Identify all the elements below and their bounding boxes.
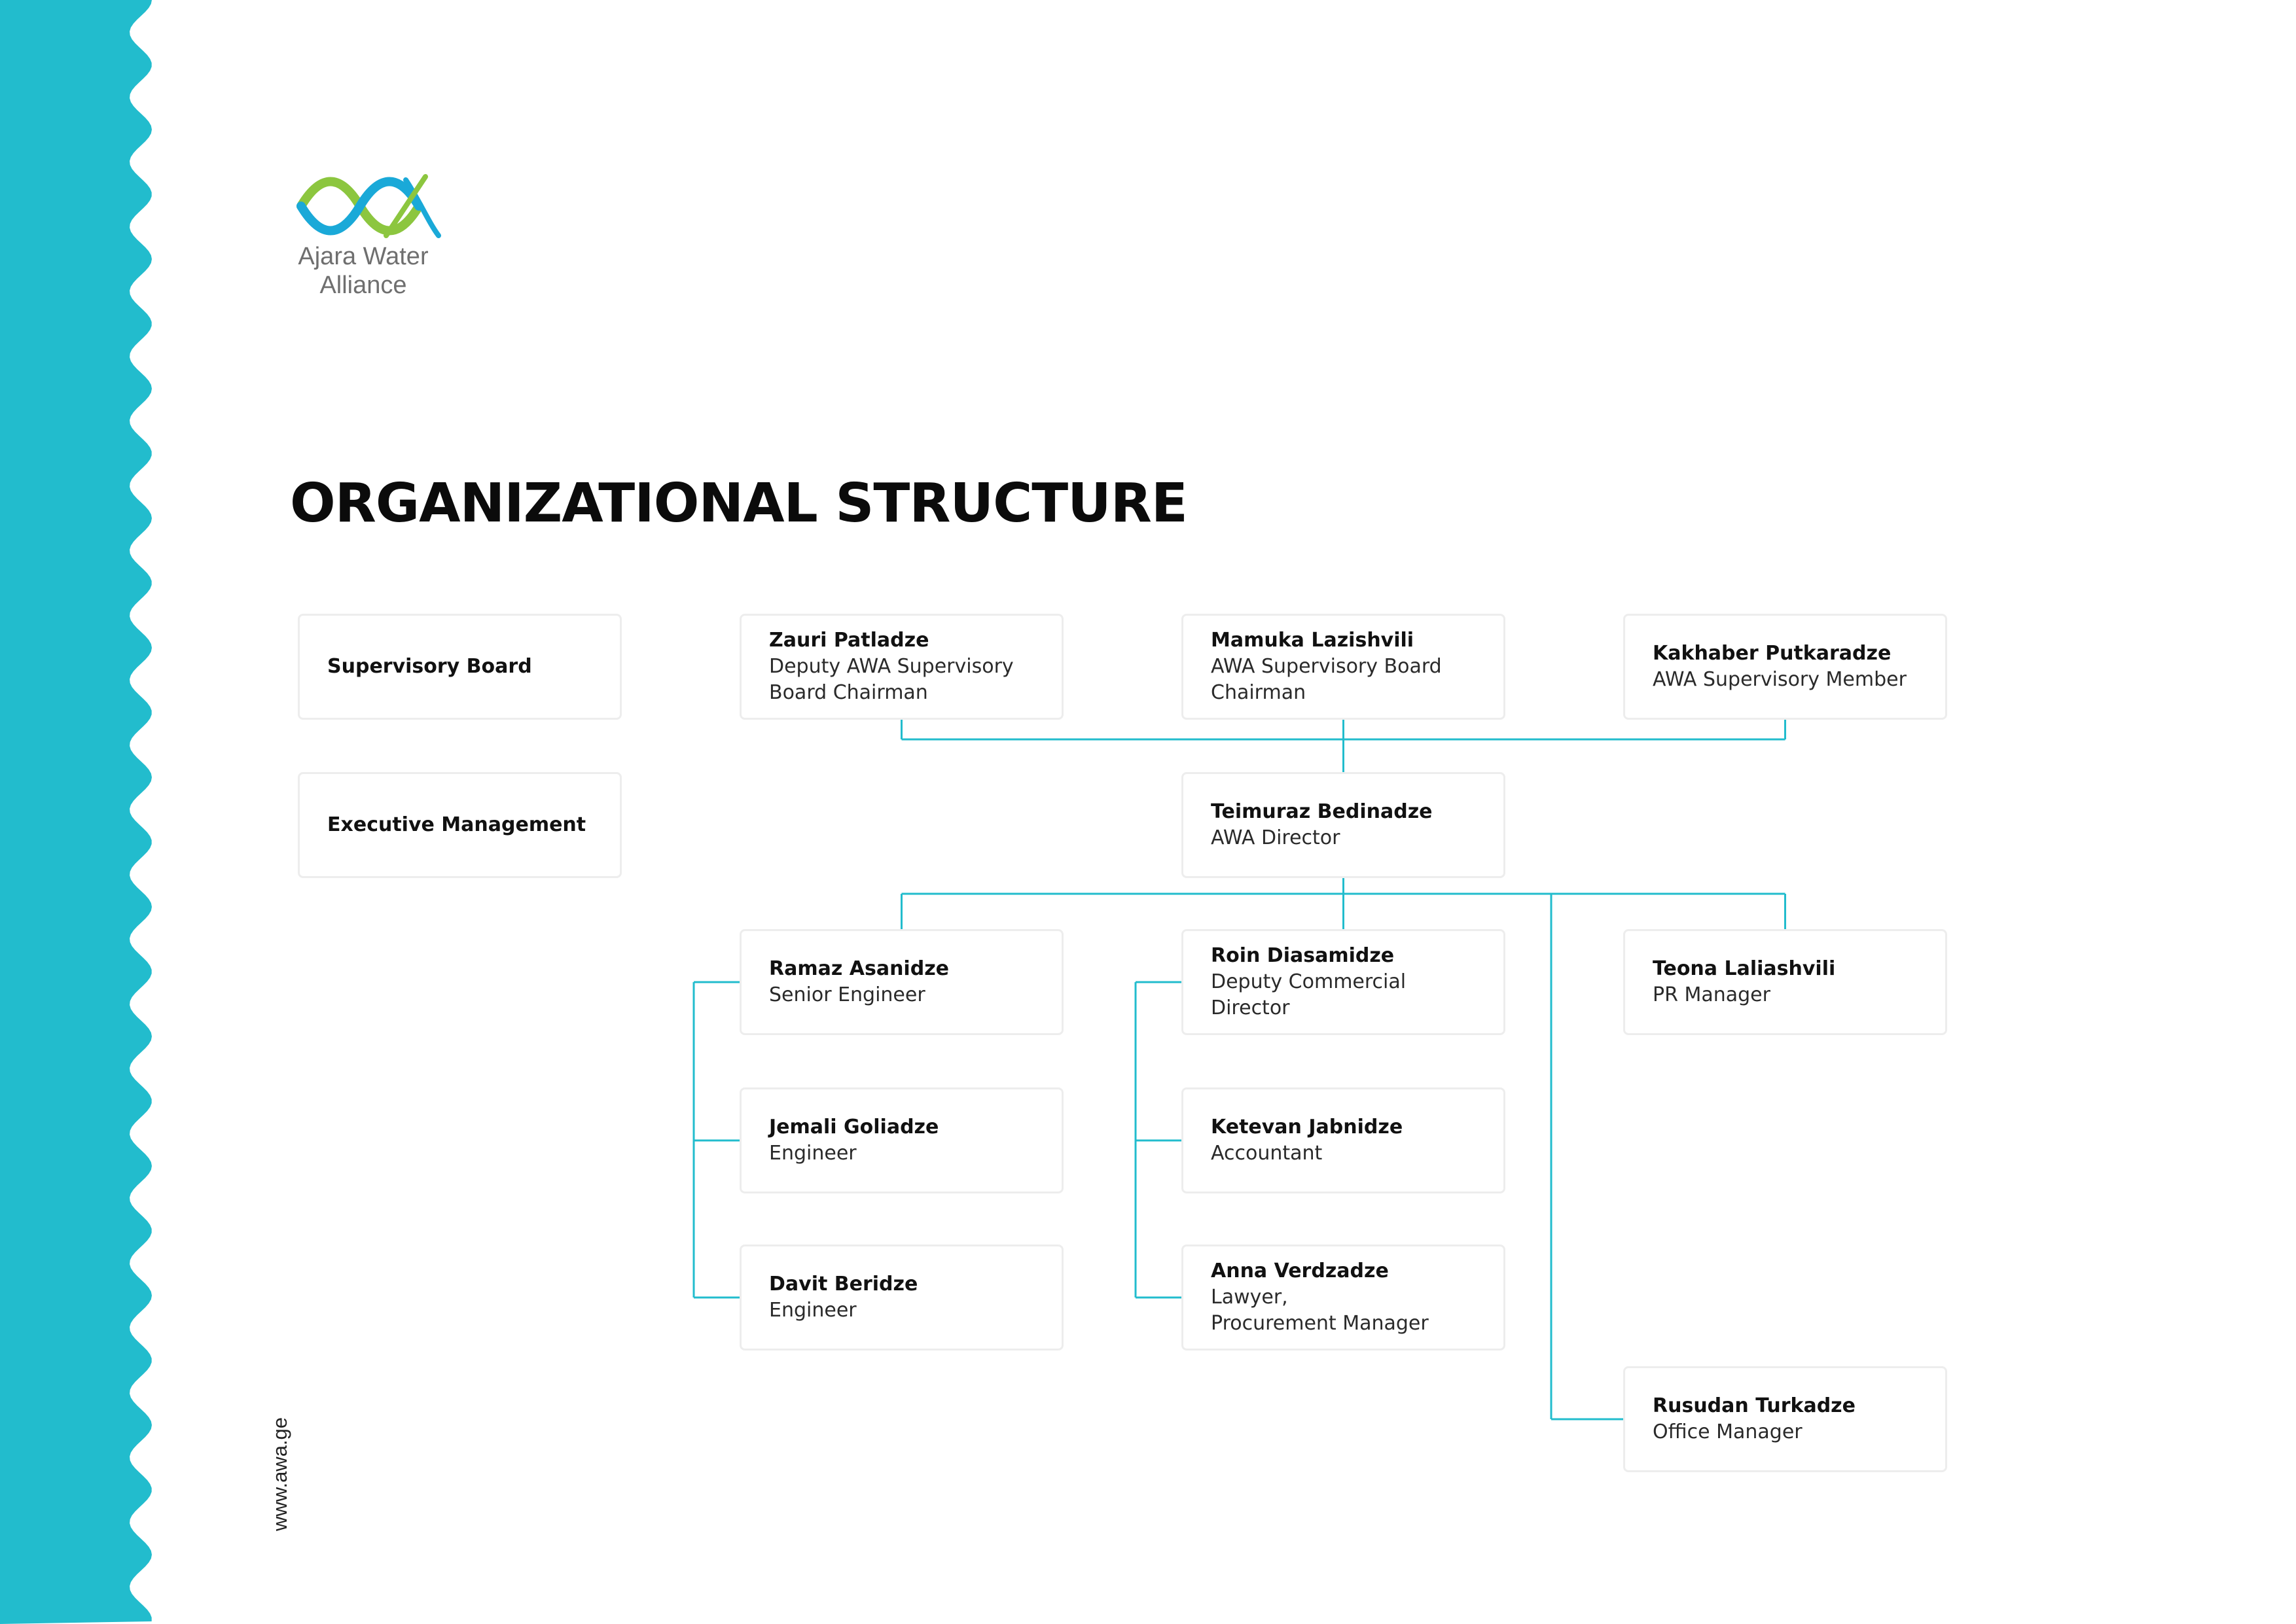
person-role: AWA Supervisory Member (1653, 668, 1907, 691)
person-role: Lawyer, (1211, 1286, 1288, 1309)
legend-label: Executive Management (327, 813, 586, 836)
person-role: Engineer (769, 1299, 857, 1322)
node-zauri-patladze: Zauri Patladze Deputy AWA Supervisory Bo… (740, 614, 1064, 720)
node-teona-laliashvili: Teona Laliashvili PR Manager (1623, 929, 1947, 1035)
person-name: Anna Verdzadze (1211, 1260, 1389, 1282)
node-anna-verdzadze: Anna Verdzadze Lawyer, Procurement Manag… (1181, 1244, 1505, 1350)
decorative-wave-band (0, 0, 152, 1624)
node-rusudan-turkadze: Rusudan Turkadze Office Manager (1623, 1366, 1947, 1472)
legend-executive-management: Executive Management (298, 772, 622, 878)
person-name: Kakhaber Putkaradze (1653, 642, 1892, 665)
page-title: ORGANIZATIONAL STRUCTURE (290, 472, 1188, 535)
person-role: Senior Engineer (769, 983, 925, 1006)
person-role: Office Manager (1653, 1421, 1803, 1443)
person-role: AWA Supervisory Board (1211, 655, 1442, 678)
logo-text-line-1: Ajara Water (298, 243, 429, 270)
person-role: Board Chairman (769, 681, 928, 704)
node-davit-beridze: Davit Beridze Engineer (740, 1244, 1064, 1350)
person-role: AWA Director (1211, 826, 1340, 849)
person-role: Accountant (1211, 1142, 1323, 1165)
person-name: Mamuka Lazishvili (1211, 629, 1414, 652)
person-name: Ramaz Asanidze (769, 957, 949, 980)
person-name: Davit Beridze (769, 1273, 918, 1296)
ajara-water-alliance-logo (296, 174, 441, 238)
node-jemali-goliadze: Jemali Goliadze Engineer (740, 1087, 1064, 1193)
person-name: Roin Diasamidze (1211, 944, 1395, 967)
node-kakhaber-putkaradze: Kakhaber Putkaradze AWA Supervisory Memb… (1623, 614, 1947, 720)
legend-label: Supervisory Board (327, 655, 532, 678)
person-name: Ketevan Jabnidze (1211, 1116, 1403, 1139)
person-role: Procurement Manager (1211, 1312, 1429, 1335)
person-name: Zauri Patladze (769, 629, 929, 652)
person-name: Teona Laliashvili (1653, 957, 1836, 980)
person-role: Deputy AWA Supervisory (769, 655, 1014, 678)
person-role: Chairman (1211, 681, 1306, 704)
person-name: Rusudan Turkadze (1653, 1394, 1856, 1417)
person-role: Engineer (769, 1142, 857, 1165)
legend-supervisory-board: Supervisory Board (298, 614, 622, 720)
node-roin-diasamidze: Roin Diasamidze Deputy Commercial Direct… (1181, 929, 1505, 1035)
logo-text-line-2: Alliance (319, 272, 407, 299)
person-name: Teimuraz Bedinadze (1211, 800, 1433, 823)
node-ramaz-asanidze: Ramaz Asanidze Senior Engineer (740, 929, 1064, 1035)
website-url: www.awa.ge (268, 1417, 291, 1531)
wave-band-shape (0, 0, 152, 1624)
person-name: Jemali Goliadze (769, 1116, 939, 1139)
person-role: PR Manager (1653, 983, 1770, 1006)
node-teimuraz-bedinadze: Teimuraz Bedinadze AWA Director (1181, 772, 1505, 878)
person-role: Deputy Commercial Director (1211, 970, 1407, 1019)
node-ketevan-jabnidze: Ketevan Jabnidze Accountant (1181, 1087, 1505, 1193)
node-mamuka-lazishvili: Mamuka Lazishvili AWA Supervisory Board … (1181, 614, 1505, 720)
